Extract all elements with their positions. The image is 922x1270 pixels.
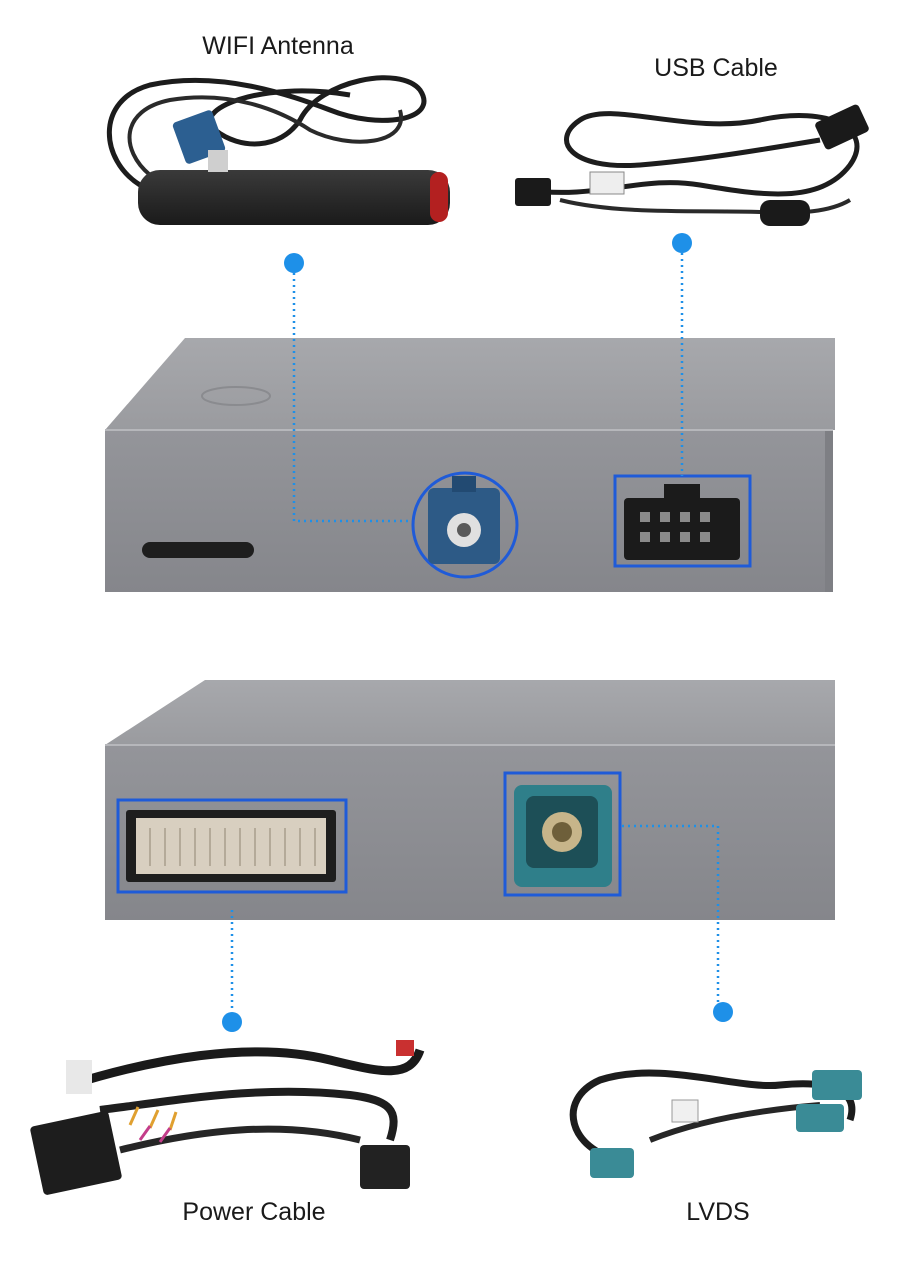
lvds-port-highlight [503,771,622,897]
lvds-callout-dot [713,1002,733,1022]
usb-cable-image [515,104,869,226]
logo-mark [201,386,271,406]
power-callout-dot [222,1012,242,1032]
lvds-cable-image [569,1069,862,1178]
usb-connector [624,498,740,560]
wifi-antenna-label: WIFI Antenna [202,32,354,60]
lvds-label: LVDS [686,1198,750,1226]
top-device-box [105,233,835,592]
power-port-highlight [116,798,348,894]
wifi-antenna-image [106,75,450,225]
usb-cable-label: USB Cable [654,54,778,82]
wifi-port-highlight [411,471,519,579]
usb-callout-dot [672,233,692,253]
bottom-device-box [105,680,835,1032]
sd-card-slot [142,542,254,558]
power-cable-label: Power Cable [182,1198,326,1226]
power-cable-image [30,1040,425,1195]
wifi-callout-dot [284,253,304,273]
